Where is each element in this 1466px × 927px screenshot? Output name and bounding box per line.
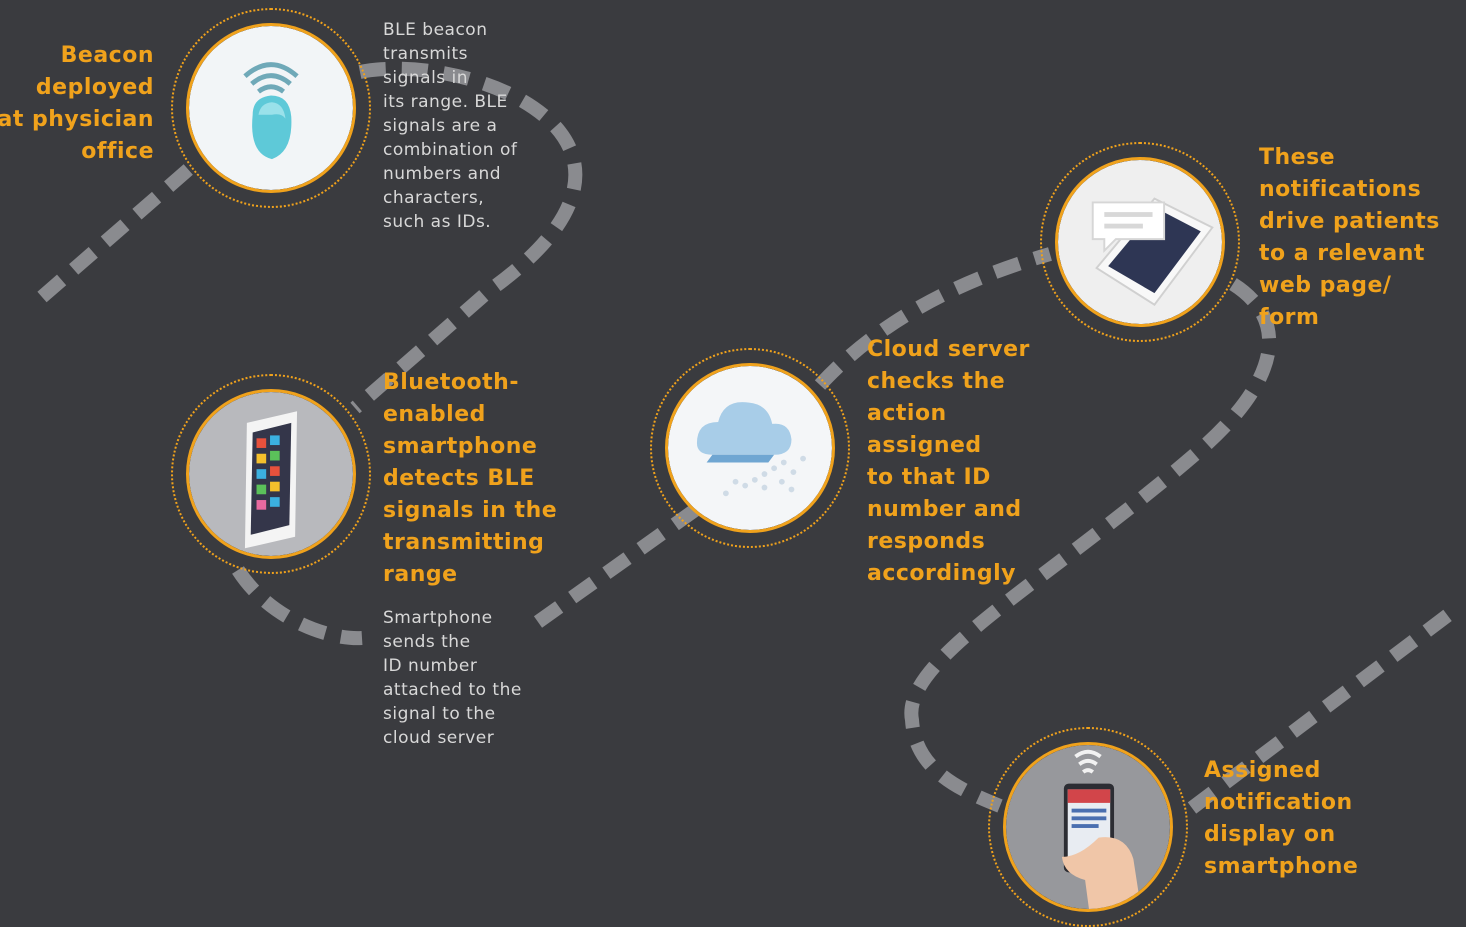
step-1-description: BLE beacon transmits signals in its rang… xyxy=(383,20,518,232)
notification-node xyxy=(1055,157,1225,327)
cloud-icon xyxy=(668,366,832,530)
beacon-icon xyxy=(189,26,353,190)
step-2-label: Bluetooth- enabled smartphone detects BL… xyxy=(383,370,558,587)
step-5-label: Assigned notification display on smartph… xyxy=(1204,758,1359,879)
step-2-description: Smartphone sends the ID number attached … xyxy=(383,608,522,748)
step-3-label: Cloud server checks the action assigned … xyxy=(867,337,1030,586)
cloud-ring xyxy=(650,348,850,548)
phone-notification-icon xyxy=(1058,160,1222,324)
step-1-label: Beacon deployed at physician office xyxy=(0,43,154,164)
step-4-label: These notifications drive patients to a … xyxy=(1259,145,1440,330)
cloud-node xyxy=(665,363,835,533)
hand-phone-node xyxy=(1003,742,1173,912)
smartphone-ring xyxy=(171,374,371,574)
beacon-node xyxy=(186,23,356,193)
smartphone-node xyxy=(186,389,356,559)
beacon-ring xyxy=(171,8,371,208)
hand-phone-icon xyxy=(1006,745,1170,909)
notification-ring xyxy=(1040,142,1240,342)
smartphone-apps-icon xyxy=(189,392,353,556)
